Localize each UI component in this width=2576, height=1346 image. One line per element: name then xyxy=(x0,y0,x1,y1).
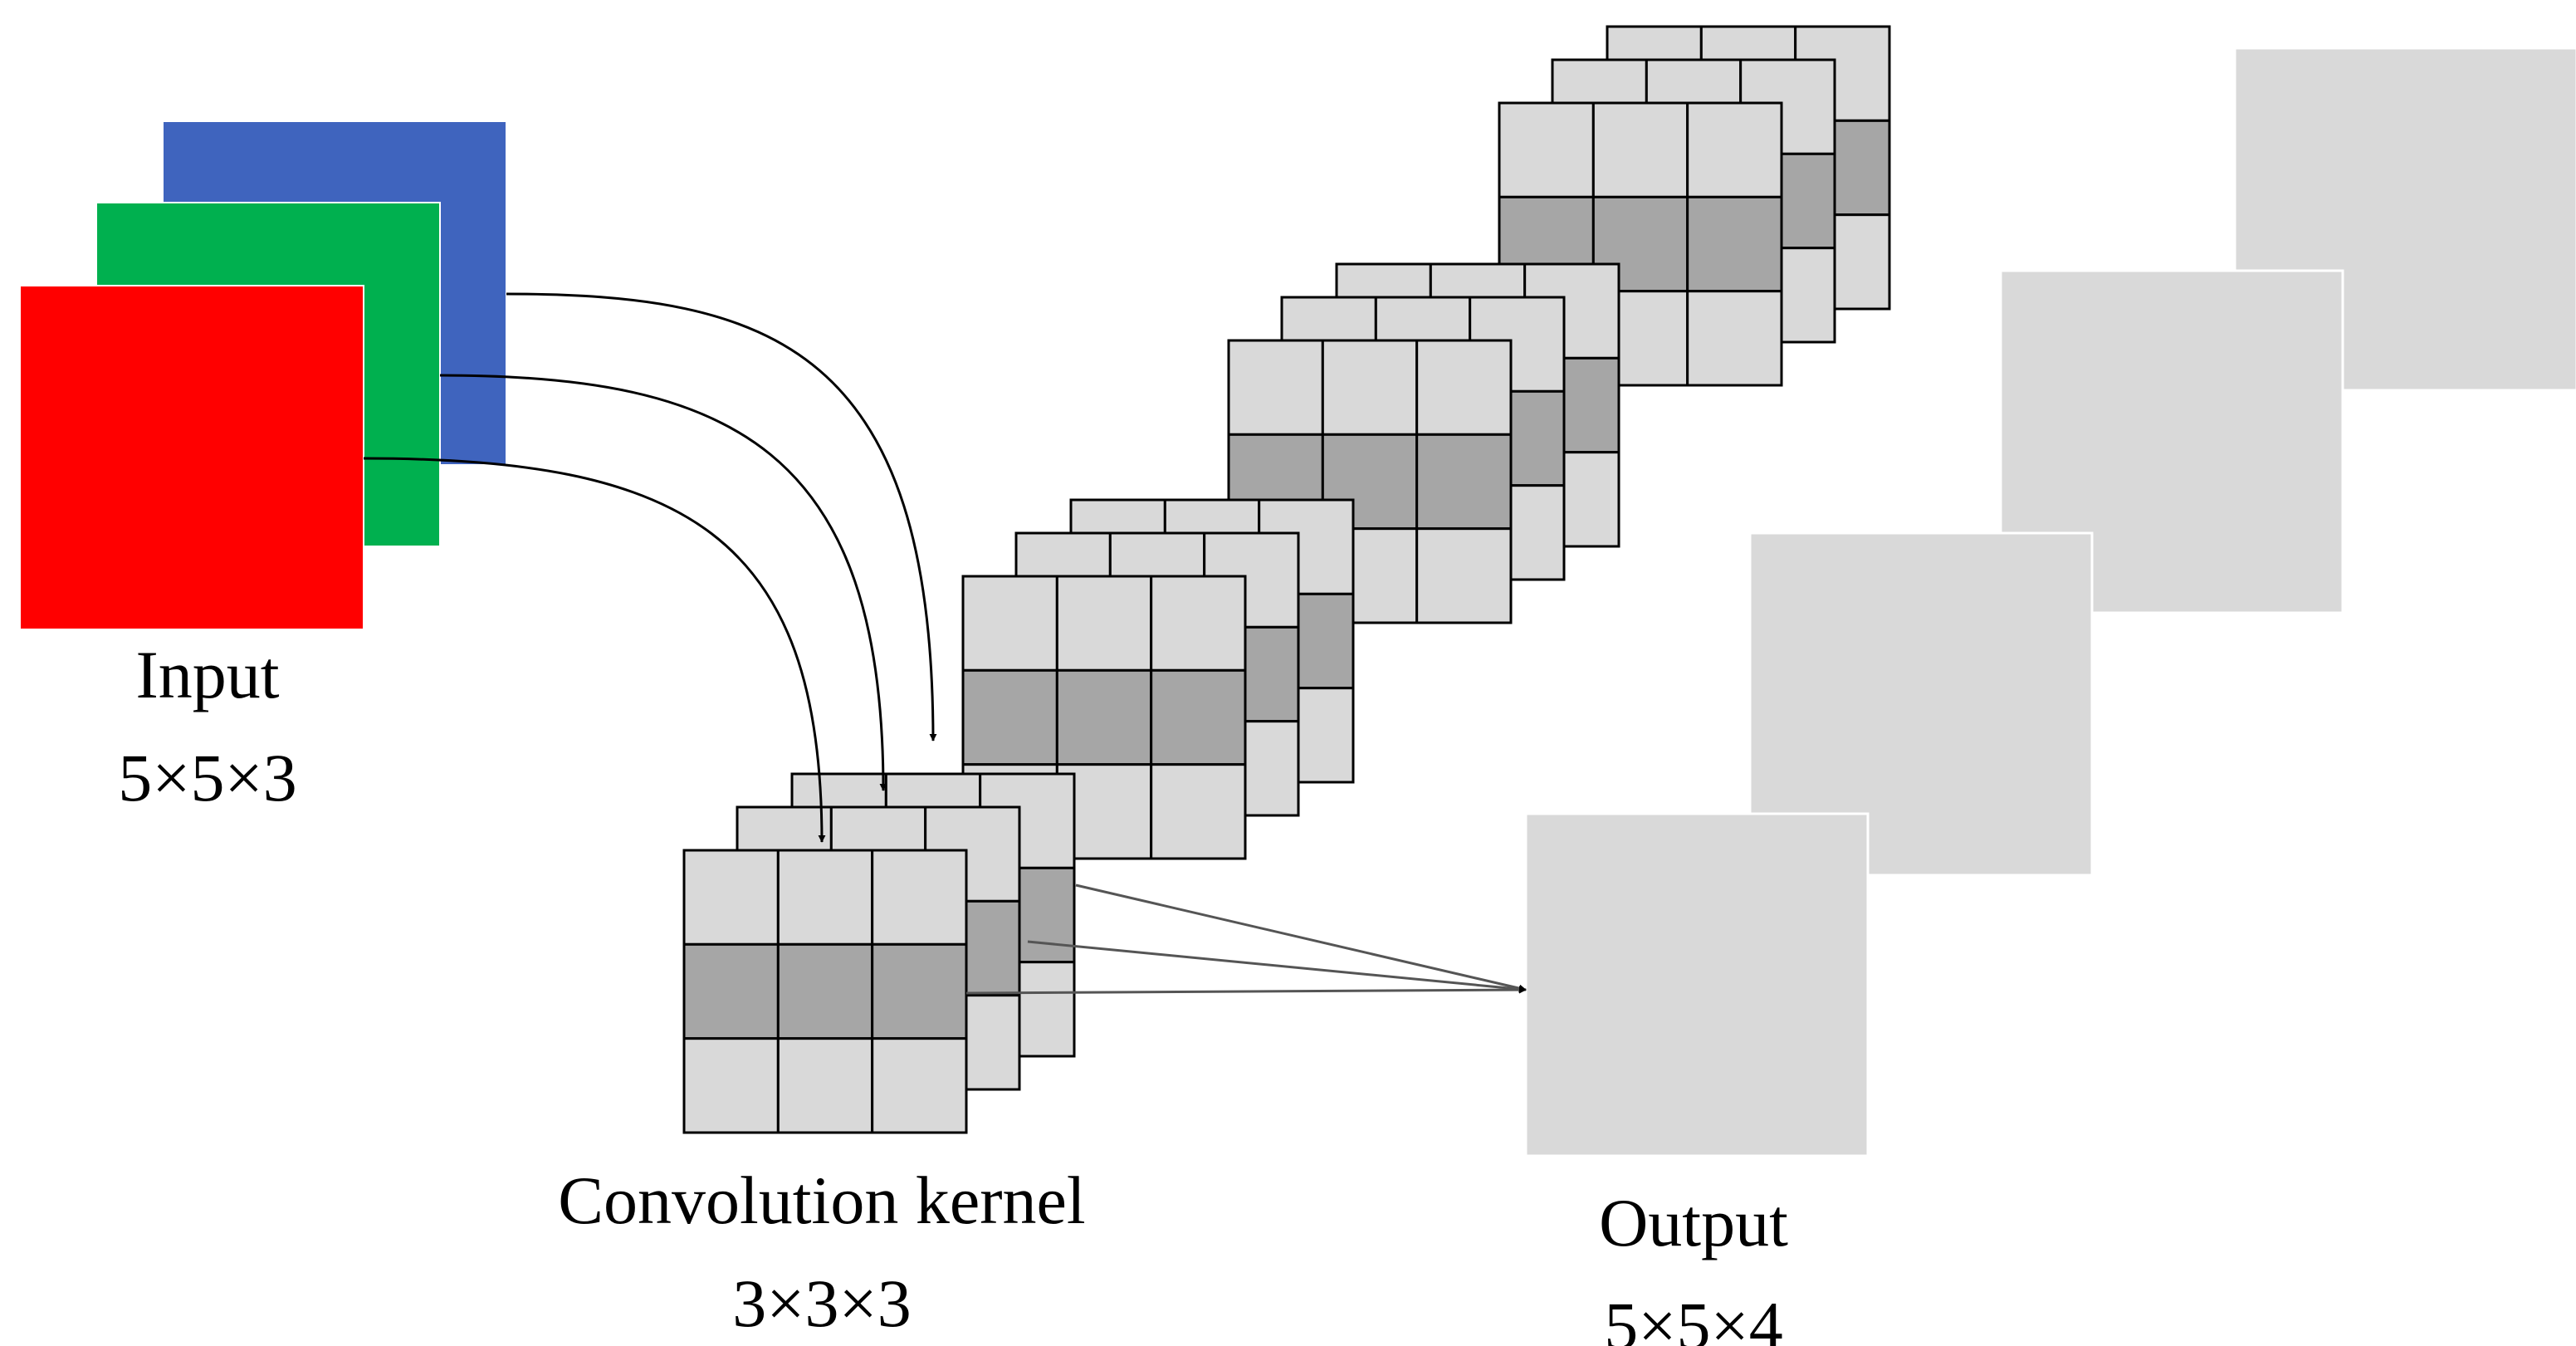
kernel-cell xyxy=(1055,668,1153,766)
kernel-cell xyxy=(776,1037,874,1134)
kernel-cell xyxy=(871,942,968,1040)
arrow-blue-to-kernel xyxy=(506,292,937,742)
input-dims: 5×5×3 xyxy=(118,740,297,815)
kernel-cell xyxy=(682,942,780,1040)
kernel-stack-3 xyxy=(961,498,1355,860)
input-caption: Input 5×5×3 xyxy=(33,641,382,812)
kernel-cell xyxy=(1055,575,1153,672)
kernel-cell xyxy=(682,849,780,946)
kernel-cell xyxy=(871,1037,968,1134)
arrow-kernel-front-to-output xyxy=(965,986,1527,995)
kernel-stack-4 xyxy=(682,772,1076,1134)
kernel-cell xyxy=(1227,339,1324,436)
input-channels xyxy=(19,120,507,630)
kernel-cell xyxy=(961,668,1058,766)
kernel-cell xyxy=(1321,339,1419,436)
kernel-stacks xyxy=(682,25,1891,1134)
kernel-cell xyxy=(1415,433,1513,531)
kernel-cell xyxy=(1498,101,1595,198)
kernel-dims: 3×3×3 xyxy=(732,1265,912,1341)
arrow-kernel-middle-to-output xyxy=(1027,940,1527,993)
kernel-layer-front xyxy=(682,849,968,1134)
kernel-cell xyxy=(1150,575,1247,672)
input-label: Input xyxy=(135,637,280,712)
kernel-stack-2 xyxy=(1227,262,1620,624)
kernel-cell xyxy=(961,575,1058,672)
output-dims: 5×5×4 xyxy=(1604,1288,1783,1346)
kernel-cell xyxy=(1686,101,1783,198)
input-channel-red xyxy=(19,285,364,630)
kernel-cell xyxy=(1686,195,1783,293)
arrow-red-to-kernel xyxy=(363,457,826,843)
kernel-layer-front xyxy=(1227,339,1513,624)
output-label: Output xyxy=(1599,1185,1788,1260)
kernel-cell xyxy=(1415,527,1513,624)
kernel-cell xyxy=(1150,763,1247,860)
arrow-green-to-kernel xyxy=(439,374,887,791)
kernel-cell xyxy=(1415,339,1513,436)
kernel-cell xyxy=(1686,290,1783,387)
output-caption: Output 5×5×4 xyxy=(1461,1189,1926,1346)
kernel-cell xyxy=(682,1037,780,1134)
kernel-cell xyxy=(776,942,874,1040)
kernel-cell xyxy=(871,849,968,946)
kernel-cell xyxy=(1150,668,1247,766)
arrows xyxy=(363,292,1527,995)
kernel-cell xyxy=(776,849,874,946)
output-map-4 xyxy=(1524,812,1870,1158)
kernel-label: Convolution kernel xyxy=(558,1162,1086,1238)
arrow-kernel-back-to-output xyxy=(1075,883,1527,992)
kernel-caption: Convolution kernel 3×3×3 xyxy=(473,1167,1171,1338)
kernel-cell xyxy=(1591,101,1689,198)
output-feature-maps xyxy=(1524,46,2576,1158)
